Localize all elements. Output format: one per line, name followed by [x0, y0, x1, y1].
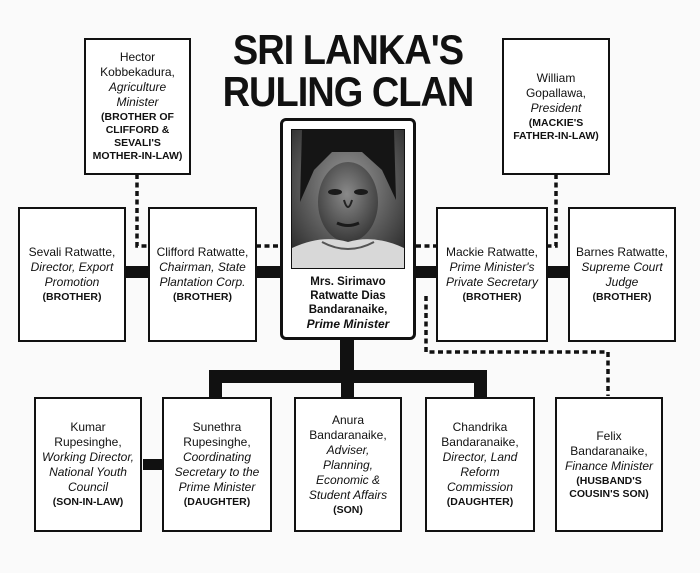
- box-clifford: Clifford Ratwatte, Chairman, State Plant…: [148, 207, 257, 342]
- box-sevali: Sevali Ratwatte, Director, Export Promot…: [18, 207, 126, 342]
- dash-felix-link: [424, 296, 610, 396]
- box-barnes: Barnes Ratwatte, Supreme Court Judge (BR…: [568, 207, 676, 342]
- child-drop-anura: [341, 370, 354, 398]
- william-relation: (MACKIE'S FATHER-IN-LAW): [513, 116, 599, 142]
- sevali-role: Director, Export Promotion: [30, 260, 114, 289]
- barnes-relation: (BROTHER): [592, 291, 652, 303]
- kumar-name: Kumar Rupesinghe,: [54, 420, 122, 449]
- box-william: William Gopallawa, President (MACKIE'S F…: [502, 38, 610, 175]
- box-felix: Felix Bandaranaike, Finance Minister (HU…: [555, 397, 663, 532]
- kumar-relation: (SON-IN-LAW): [52, 496, 124, 508]
- chandrika-relation: (DAUGHTER): [446, 496, 514, 508]
- chart-title: SRI LANKA'S RULING CLAN: [198, 30, 498, 114]
- box-mackie: Mackie Ratwatte, Prime Minister's Privat…: [436, 207, 548, 342]
- chandrika-role: Director, Land Reform Commission: [442, 450, 518, 494]
- mackie-relation: (BROTHER): [462, 291, 522, 303]
- box-chandrika: Chandrika Bandaranaike, Director, Land R…: [425, 397, 535, 532]
- sevali-relation: (BROTHER): [42, 291, 102, 303]
- child-drop-chandrika: [474, 370, 487, 398]
- clifford-relation: (BROTHER): [173, 291, 232, 303]
- kumar-role: Working Director, National Youth Council: [41, 450, 135, 494]
- william-name: William Gopallawa,: [525, 70, 587, 100]
- barnes-name: Barnes Ratwatte,: [575, 245, 669, 259]
- box-kumar: Kumar Rupesinghe, Working Director, Nati…: [34, 397, 142, 532]
- chandrika-name: Chandrika Bandaranaike,: [441, 420, 519, 449]
- son-in-law-bar: [143, 459, 163, 470]
- dash-william-link: [545, 174, 558, 248]
- clifford-role: Chairman, State Plantation Corp.: [159, 260, 246, 289]
- barnes-role: Supreme Court Judge: [581, 260, 663, 289]
- felix-role: Finance Minister: [564, 458, 654, 473]
- pm-portrait-image: [291, 129, 405, 269]
- pm-role: Prime Minister: [306, 317, 390, 331]
- mackie-role: Prime Minister's Private Secretary: [445, 260, 539, 289]
- child-drop-sunethra: [209, 370, 222, 398]
- anura-role: Adviser, Planning, Economic & Student Af…: [308, 442, 388, 502]
- pm-caption: Mrs. Sirimavo Ratwatte Dias Bandaranaike…: [285, 275, 411, 331]
- hector-relation: (BROTHER OF CLIFFORD & SEVALI'S MOTHER-I…: [92, 111, 183, 162]
- clifford-name: Clifford Ratwatte,: [156, 245, 249, 259]
- box-hector: Hector Kobbekadura, Agriculture Minister…: [84, 38, 191, 175]
- box-anura: Anura Bandaranaike, Adviser, Planning, E…: [294, 397, 402, 532]
- mackie-name: Mackie Ratwatte,: [445, 245, 539, 259]
- sunethra-relation: (DAUGHTER): [183, 496, 251, 508]
- box-sunethra: Sunethra Rupesinghe, Coordinating Secret…: [162, 397, 272, 532]
- pm-name: Mrs. Sirimavo Ratwatte Dias Bandaranaike…: [308, 276, 388, 316]
- title-line-2: RULING CLAN: [222, 69, 475, 116]
- box-prime-minister: Mrs. Sirimavo Ratwatte Dias Bandaranaike…: [280, 118, 416, 340]
- title-line-1: SRI LANKA'S: [232, 27, 464, 74]
- sunethra-name: Sunethra Rupesinghe,: [183, 420, 251, 449]
- sunethra-role: Coordinating Secretary to the Prime Mini…: [174, 450, 260, 494]
- hector-role: Agriculture Minister: [108, 80, 167, 109]
- william-role: President: [530, 100, 582, 115]
- hector-name: Hector Kobbekadura,: [100, 50, 175, 79]
- sevali-name: Sevali Ratwatte,: [28, 245, 116, 259]
- dash-hector-link: [135, 174, 148, 248]
- felix-relation: (HUSBAND'S COUSIN'S SON): [569, 474, 649, 500]
- anura-relation: (SON): [333, 503, 363, 516]
- children-trunk: [340, 340, 354, 374]
- anura-name: Anura Bandaranaike,: [309, 412, 387, 442]
- felix-name: Felix Bandaranaike,: [570, 428, 648, 458]
